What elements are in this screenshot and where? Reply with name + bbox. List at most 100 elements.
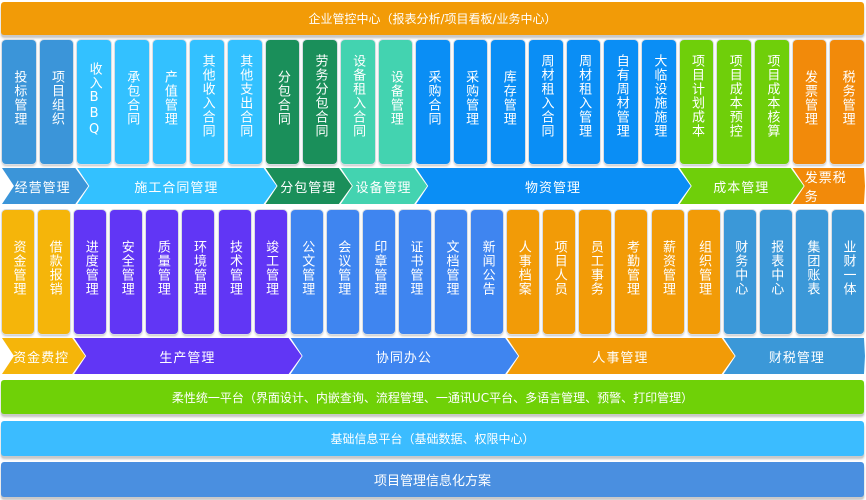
module-tile[interactable]: 项目组织 [39, 40, 74, 164]
module-tile[interactable]: 发票管理 [792, 40, 827, 164]
module-tile[interactable]: 考勤管理 [615, 210, 648, 334]
module-tile[interactable]: 设备管理 [378, 40, 413, 164]
module-label: 借款报销 [46, 240, 62, 296]
module-tile[interactable]: 借款报销 [38, 210, 71, 334]
module-label: 分包合同 [274, 70, 290, 126]
category-chevron[interactable]: 施工合同管理 [75, 168, 277, 204]
module-tile[interactable]: 劳务分包合同 [303, 40, 337, 164]
module-label: 员工事务 [587, 240, 603, 296]
category-chevron[interactable]: 财税管理 [722, 338, 866, 374]
module-tile[interactable]: 进度管理 [74, 210, 107, 334]
module-label: 收入BBQ [86, 62, 102, 138]
module-label: 项目成本核算 [764, 54, 780, 138]
platform-label: 柔性统一平台（界面设计、内嵌查询、流程管理、一通讯UC平台、多语言管理、预警、打… [171, 390, 694, 405]
module-label: 人事档案 [515, 240, 531, 296]
module-label: 采购管理 [463, 70, 479, 126]
category-chevron[interactable]: 经营管理 [0, 168, 89, 204]
category-label: 经营管理 [14, 180, 71, 196]
module-label: 投标管理 [11, 70, 27, 126]
module-label: 项目计划成本 [689, 54, 705, 138]
category-chevron[interactable]: 分包管理 [264, 168, 353, 204]
module-tile[interactable]: 设备租入合同 [340, 40, 375, 164]
module-label: 设备租入合同 [350, 54, 366, 138]
module-tile[interactable]: 税务管理 [830, 40, 864, 164]
module-tile[interactable]: 产值管理 [152, 40, 187, 164]
module-tile[interactable]: 员工事务 [579, 210, 612, 334]
category-label: 生产管理 [159, 350, 216, 366]
module-label: 印章管理 [371, 240, 387, 296]
module-tile[interactable]: 库存管理 [491, 40, 526, 164]
module-label: 文档管理 [443, 240, 459, 296]
category-chevron[interactable]: 协同办公 [289, 338, 520, 374]
module-tile[interactable]: 安全管理 [110, 210, 143, 334]
category-chevron[interactable]: 成本管理 [678, 168, 805, 204]
module-tile[interactable]: 资金管理 [2, 210, 35, 334]
module-tile[interactable]: 大临设施施理 [642, 40, 676, 164]
module-tile[interactable]: 人事档案 [507, 210, 540, 334]
module-tile[interactable]: 技术管理 [218, 210, 251, 334]
module-label: 安全管理 [118, 240, 134, 296]
category-label: 设备管理 [355, 180, 412, 196]
module-tile[interactable]: 承包合同 [114, 40, 149, 164]
module-tile[interactable]: 采购合同 [416, 40, 450, 164]
category-chevron[interactable]: 资金费控 [0, 338, 86, 374]
module-tile[interactable]: 其他支出合同 [227, 40, 262, 164]
module-tile[interactable]: 采购管理 [453, 40, 488, 164]
category-label: 人事管理 [592, 350, 649, 366]
bottom-category-bar: 资金费控 生产管理 协同办公 人事管理 财税管理 [0, 338, 866, 374]
module-tile[interactable]: 分包合同 [265, 40, 300, 164]
module-label: 产值管理 [161, 70, 177, 126]
module-tile[interactable]: 项目计划成本 [679, 40, 714, 164]
module-label: 竣工管理 [263, 240, 279, 296]
bottom-module-tiles: 资金管理 借款报销 进度管理 安全管理 质量管理环境管理技术管理竣工管理 公文管理 会议管理… [0, 210, 866, 334]
module-tile[interactable]: 会议管理 [326, 210, 359, 334]
module-tile[interactable]: 质量管理 [146, 210, 179, 334]
module-tile[interactable]: 投标管理 [2, 40, 36, 164]
enterprise-control-center-banner: 企业管控中心（报表分析/项目看板/业务中心） [1, 2, 864, 35]
module-label: 财务中心 [732, 240, 748, 296]
module-tile[interactable]: 收入BBQ [77, 40, 111, 164]
category-chevron[interactable]: 人事管理 [505, 338, 736, 374]
module-label: 质量管理 [154, 240, 170, 296]
module-tile[interactable]: 集团账表 [795, 210, 828, 334]
module-tile[interactable]: 证书管理 [398, 210, 431, 334]
top-module-tiles: 投标管理项目组织收入BBQ 承包合同产值管理其他收入合同其他支出合同 分包合同 劳务分… [0, 40, 866, 164]
category-chevron[interactable]: 生产管理 [72, 338, 303, 374]
module-label: 其他支出合同 [237, 54, 253, 138]
module-tile[interactable]: 新闻公告 [471, 210, 504, 334]
platform-label: 基础信息平台（基础数据、权限中心） [330, 432, 535, 446]
module-tile[interactable]: 文档管理 [435, 210, 468, 334]
module-label: 大临设施施理 [651, 54, 667, 138]
category-label: 成本管理 [713, 180, 770, 196]
platform-label: 项目管理信息化方案 [373, 474, 491, 489]
module-tile[interactable]: 项目成本预控 [717, 40, 752, 164]
module-tile[interactable]: 自有周材管理 [604, 40, 639, 164]
module-label: 进度管理 [82, 240, 98, 296]
module-tile[interactable]: 项目成本核算 [755, 40, 789, 164]
module-tile[interactable]: 报表中心 [759, 210, 792, 334]
module-label: 劳务分包合同 [312, 54, 328, 138]
category-label: 分包管理 [280, 180, 337, 196]
category-label: 发票税务 [804, 171, 847, 205]
category-label: 资金费控 [13, 350, 70, 366]
module-label: 会议管理 [335, 240, 351, 296]
module-tile[interactable]: 项目人员 [543, 210, 576, 334]
category-label: 物资管理 [524, 180, 581, 196]
module-tile[interactable]: 周材租入管理 [566, 40, 601, 164]
category-label: 协同办公 [375, 350, 432, 366]
module-label: 周材租入管理 [576, 54, 592, 138]
module-tile[interactable]: 业财一体 [831, 210, 864, 334]
category-chevron[interactable]: 物资管理 [414, 168, 692, 204]
module-label: 公文管理 [299, 240, 315, 296]
module-tile[interactable]: 公文管理 [290, 210, 323, 334]
module-tile[interactable]: 环境管理 [182, 210, 215, 334]
module-tile[interactable]: 财务中心 [723, 210, 756, 334]
module-tile[interactable]: 竣工管理 [254, 210, 287, 334]
module-tile[interactable]: 其他收入合同 [190, 40, 224, 164]
module-tile[interactable]: 组织管理 [687, 210, 720, 334]
module-tile[interactable]: 印章管理 [362, 210, 395, 334]
module-tile[interactable]: 周材租入合同 [529, 40, 563, 164]
category-chevron[interactable]: 设备管理 [339, 168, 428, 204]
module-label: 资金管理 [10, 240, 26, 296]
module-tile[interactable]: 薪资管理 [651, 210, 684, 334]
